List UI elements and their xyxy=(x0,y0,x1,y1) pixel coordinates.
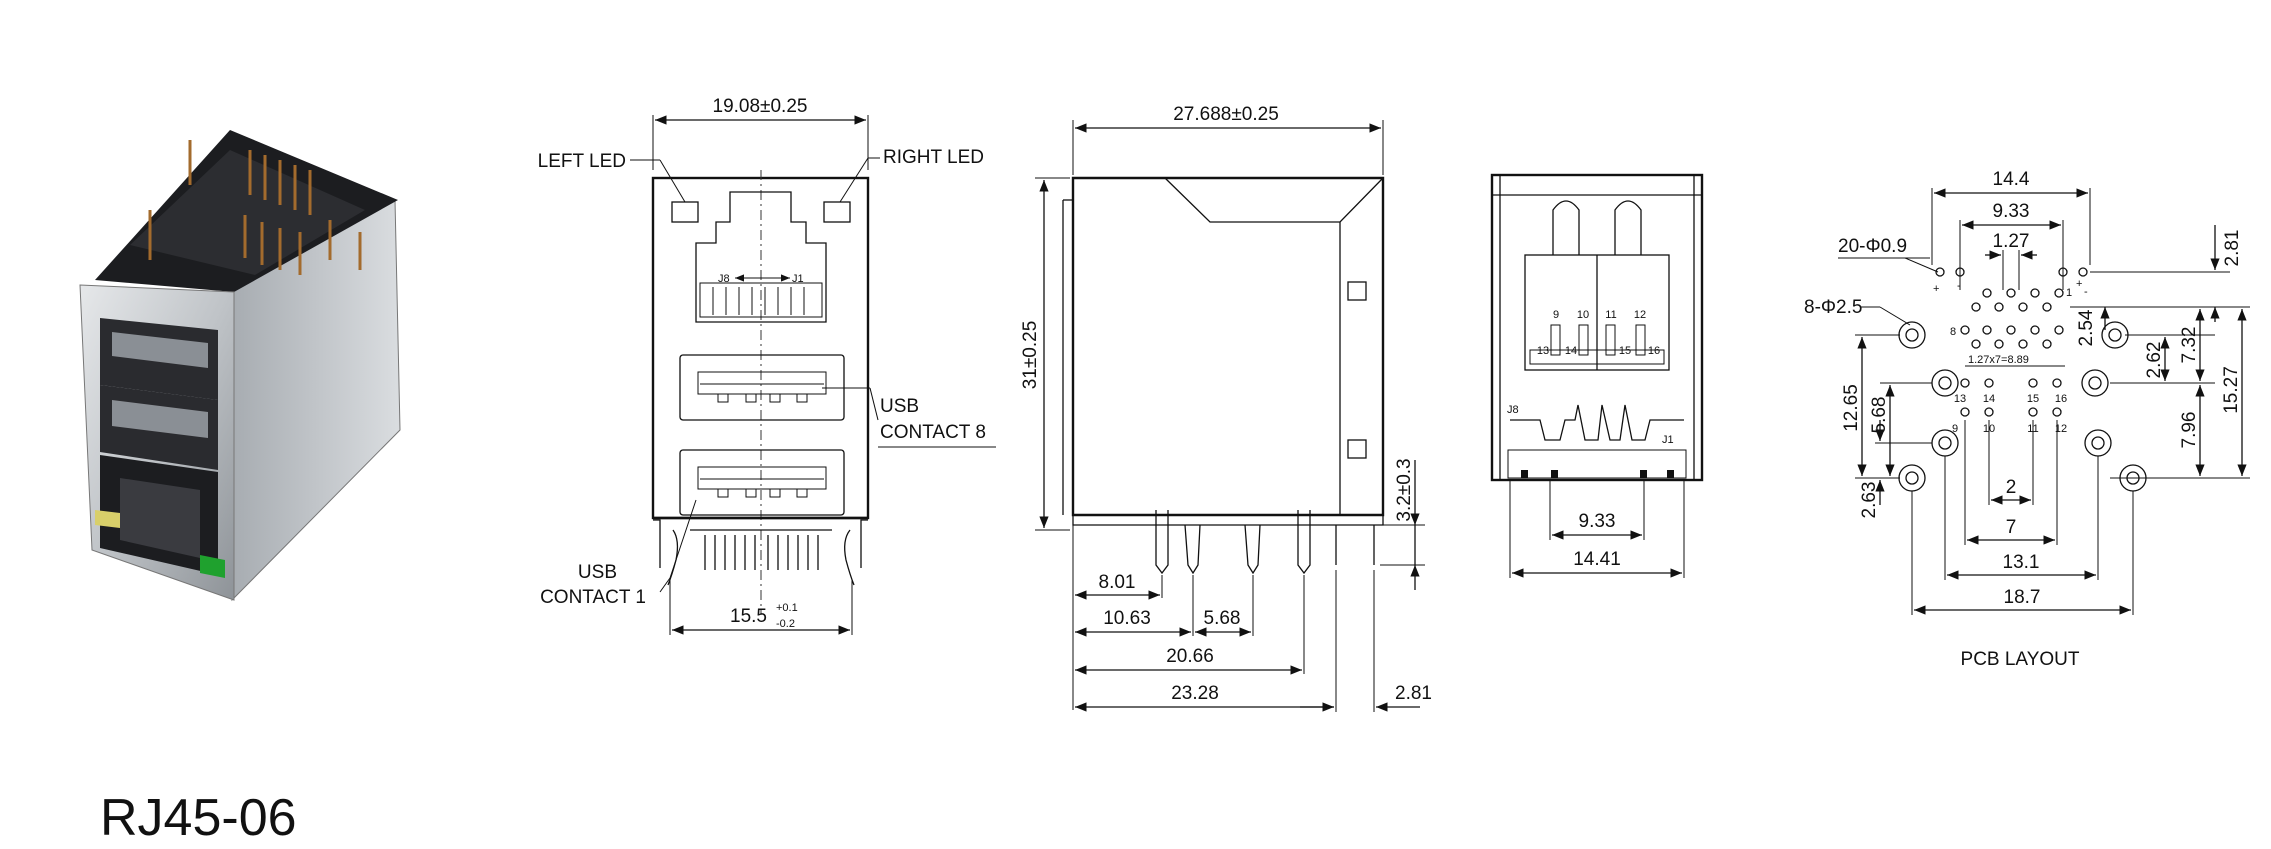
side-dim-801: 8.01 xyxy=(1099,572,1136,593)
pcb-pin-8: 8 xyxy=(1950,326,1956,338)
rear-j1: J1 xyxy=(1662,434,1674,446)
part-number-title: RJ45-06 xyxy=(100,789,297,847)
pcb-dim-2: 2 xyxy=(2006,477,2017,498)
svg-text:14: 14 xyxy=(1565,345,1577,357)
front-bottom-tol-plus: +0.1 xyxy=(776,602,798,614)
pcb-pitch-note: 1.27x7=8.89 xyxy=(1968,354,2029,366)
pcb-dim-933: 9.33 xyxy=(1993,201,2030,222)
pcb-dim-1265: 12.65 xyxy=(1841,384,1862,432)
pcb-layout-caption: PCB LAYOUT xyxy=(1961,649,2080,670)
front-jack-j8: J8 xyxy=(718,273,730,285)
pcb-dim-144: 14.4 xyxy=(1993,169,2030,190)
side-dim-2328: 23.28 xyxy=(1171,683,1219,704)
side-dim-568: 5.68 xyxy=(1204,608,1241,629)
pcb-plus-left: + xyxy=(1933,283,1939,295)
front-bottom-tol-minus: -0.2 xyxy=(776,618,795,630)
svg-text:12: 12 xyxy=(2055,423,2067,435)
front-view: 19.08±0.25 LEFT LED RIGHT LED J8 J1 xyxy=(538,96,996,635)
right-led-label: RIGHT LED xyxy=(883,147,984,168)
front-bottom-dim: 15.5 xyxy=(730,606,767,627)
usb-contact-1-line1: USB xyxy=(578,562,617,583)
pcb-minus-right: - xyxy=(2084,286,2088,298)
pcb-dim-1527: 15.27 xyxy=(2221,366,2242,414)
svg-text:14: 14 xyxy=(1983,393,1995,405)
pcb-mid-pin-labels: 13 14 15 16 xyxy=(1954,393,2067,405)
usb-contact-8-line2: CONTACT 8 xyxy=(880,422,986,443)
side-dim-281: 2.81 xyxy=(1395,683,1432,704)
svg-text:16: 16 xyxy=(1648,345,1660,357)
pcb-dim-732: 7.32 xyxy=(2179,327,2200,364)
pcb-dim-187: 18.7 xyxy=(2004,587,2041,608)
side-pin-length-dim: 3.2±0.3 xyxy=(1394,458,1415,521)
pcb-dim-131: 13.1 xyxy=(2003,552,2040,573)
rear-dim-1441: 14.41 xyxy=(1573,549,1621,570)
svg-text:15: 15 xyxy=(2027,393,2039,405)
pcb-hole-large-callout: 8-Φ2.5 xyxy=(1804,297,1862,318)
usb-contact-8-line1: USB xyxy=(880,396,919,417)
rear-j8: J8 xyxy=(1507,404,1519,416)
rear-bottom-pin-labels: 13 14 15 16 xyxy=(1537,345,1660,357)
side-length-dim: 27.688±0.25 xyxy=(1173,104,1279,125)
pcb-layout: 14.4 9.33 1.27 20-Φ0.9 8-Φ2.5 8 1 + xyxy=(1804,169,2250,670)
svg-text:9: 9 xyxy=(1553,309,1559,321)
pcb-hole-small-callout: 20-Φ0.9 xyxy=(1838,236,1907,257)
pcb-minus-left: - xyxy=(1957,280,1961,292)
left-led-label: LEFT LED xyxy=(538,151,626,172)
pcb-pin-1: 1 xyxy=(2066,287,2072,299)
product-photo xyxy=(79,130,401,602)
svg-text:15: 15 xyxy=(1619,345,1631,357)
pcb-dim-281: 2.81 xyxy=(2222,230,2243,267)
usb-contact-1-line2: CONTACT 1 xyxy=(540,587,646,608)
rear-top-pin-labels: 9 10 11 12 xyxy=(1553,309,1646,321)
side-height-dim: 31±0.25 xyxy=(1020,321,1041,390)
side-view: 27.688±0.25 31±0.25 3.2±0.3 8.01 xyxy=(1020,104,1432,712)
pcb-dim-568: 5.68 xyxy=(1869,397,1890,434)
svg-text:13: 13 xyxy=(1537,345,1549,357)
rear-dim-933: 9.33 xyxy=(1579,511,1616,532)
svg-text:13: 13 xyxy=(1954,393,1966,405)
side-dim-2066: 20.66 xyxy=(1166,646,1214,667)
pcb-dim-263: 2.63 xyxy=(1859,482,1880,519)
side-dim-1063: 10.63 xyxy=(1103,608,1151,629)
pcb-dim-254: 2.54 xyxy=(2076,309,2097,346)
pcb-dim-7: 7 xyxy=(2006,517,2017,538)
svg-text:12: 12 xyxy=(1634,309,1646,321)
pcb-plus-right: + xyxy=(2076,278,2082,290)
svg-text:10: 10 xyxy=(1577,309,1589,321)
pcb-low-pin-labels: 9 10 11 12 xyxy=(1952,423,2067,435)
front-jack-j1: J1 xyxy=(792,273,804,285)
pcb-dim-127: 1.27 xyxy=(1993,231,2030,252)
rear-view: 9 10 11 12 13 14 15 16 J8 J1 9.33 xyxy=(1490,173,1704,578)
svg-text:9: 9 xyxy=(1952,423,1958,435)
svg-text:11: 11 xyxy=(1605,309,1616,321)
pcb-dim-796: 7.96 xyxy=(2179,412,2200,449)
svg-text:16: 16 xyxy=(2055,393,2067,405)
front-width-dim: 19.08±0.25 xyxy=(713,96,808,117)
pcb-dim-262: 2.62 xyxy=(2144,342,2165,379)
